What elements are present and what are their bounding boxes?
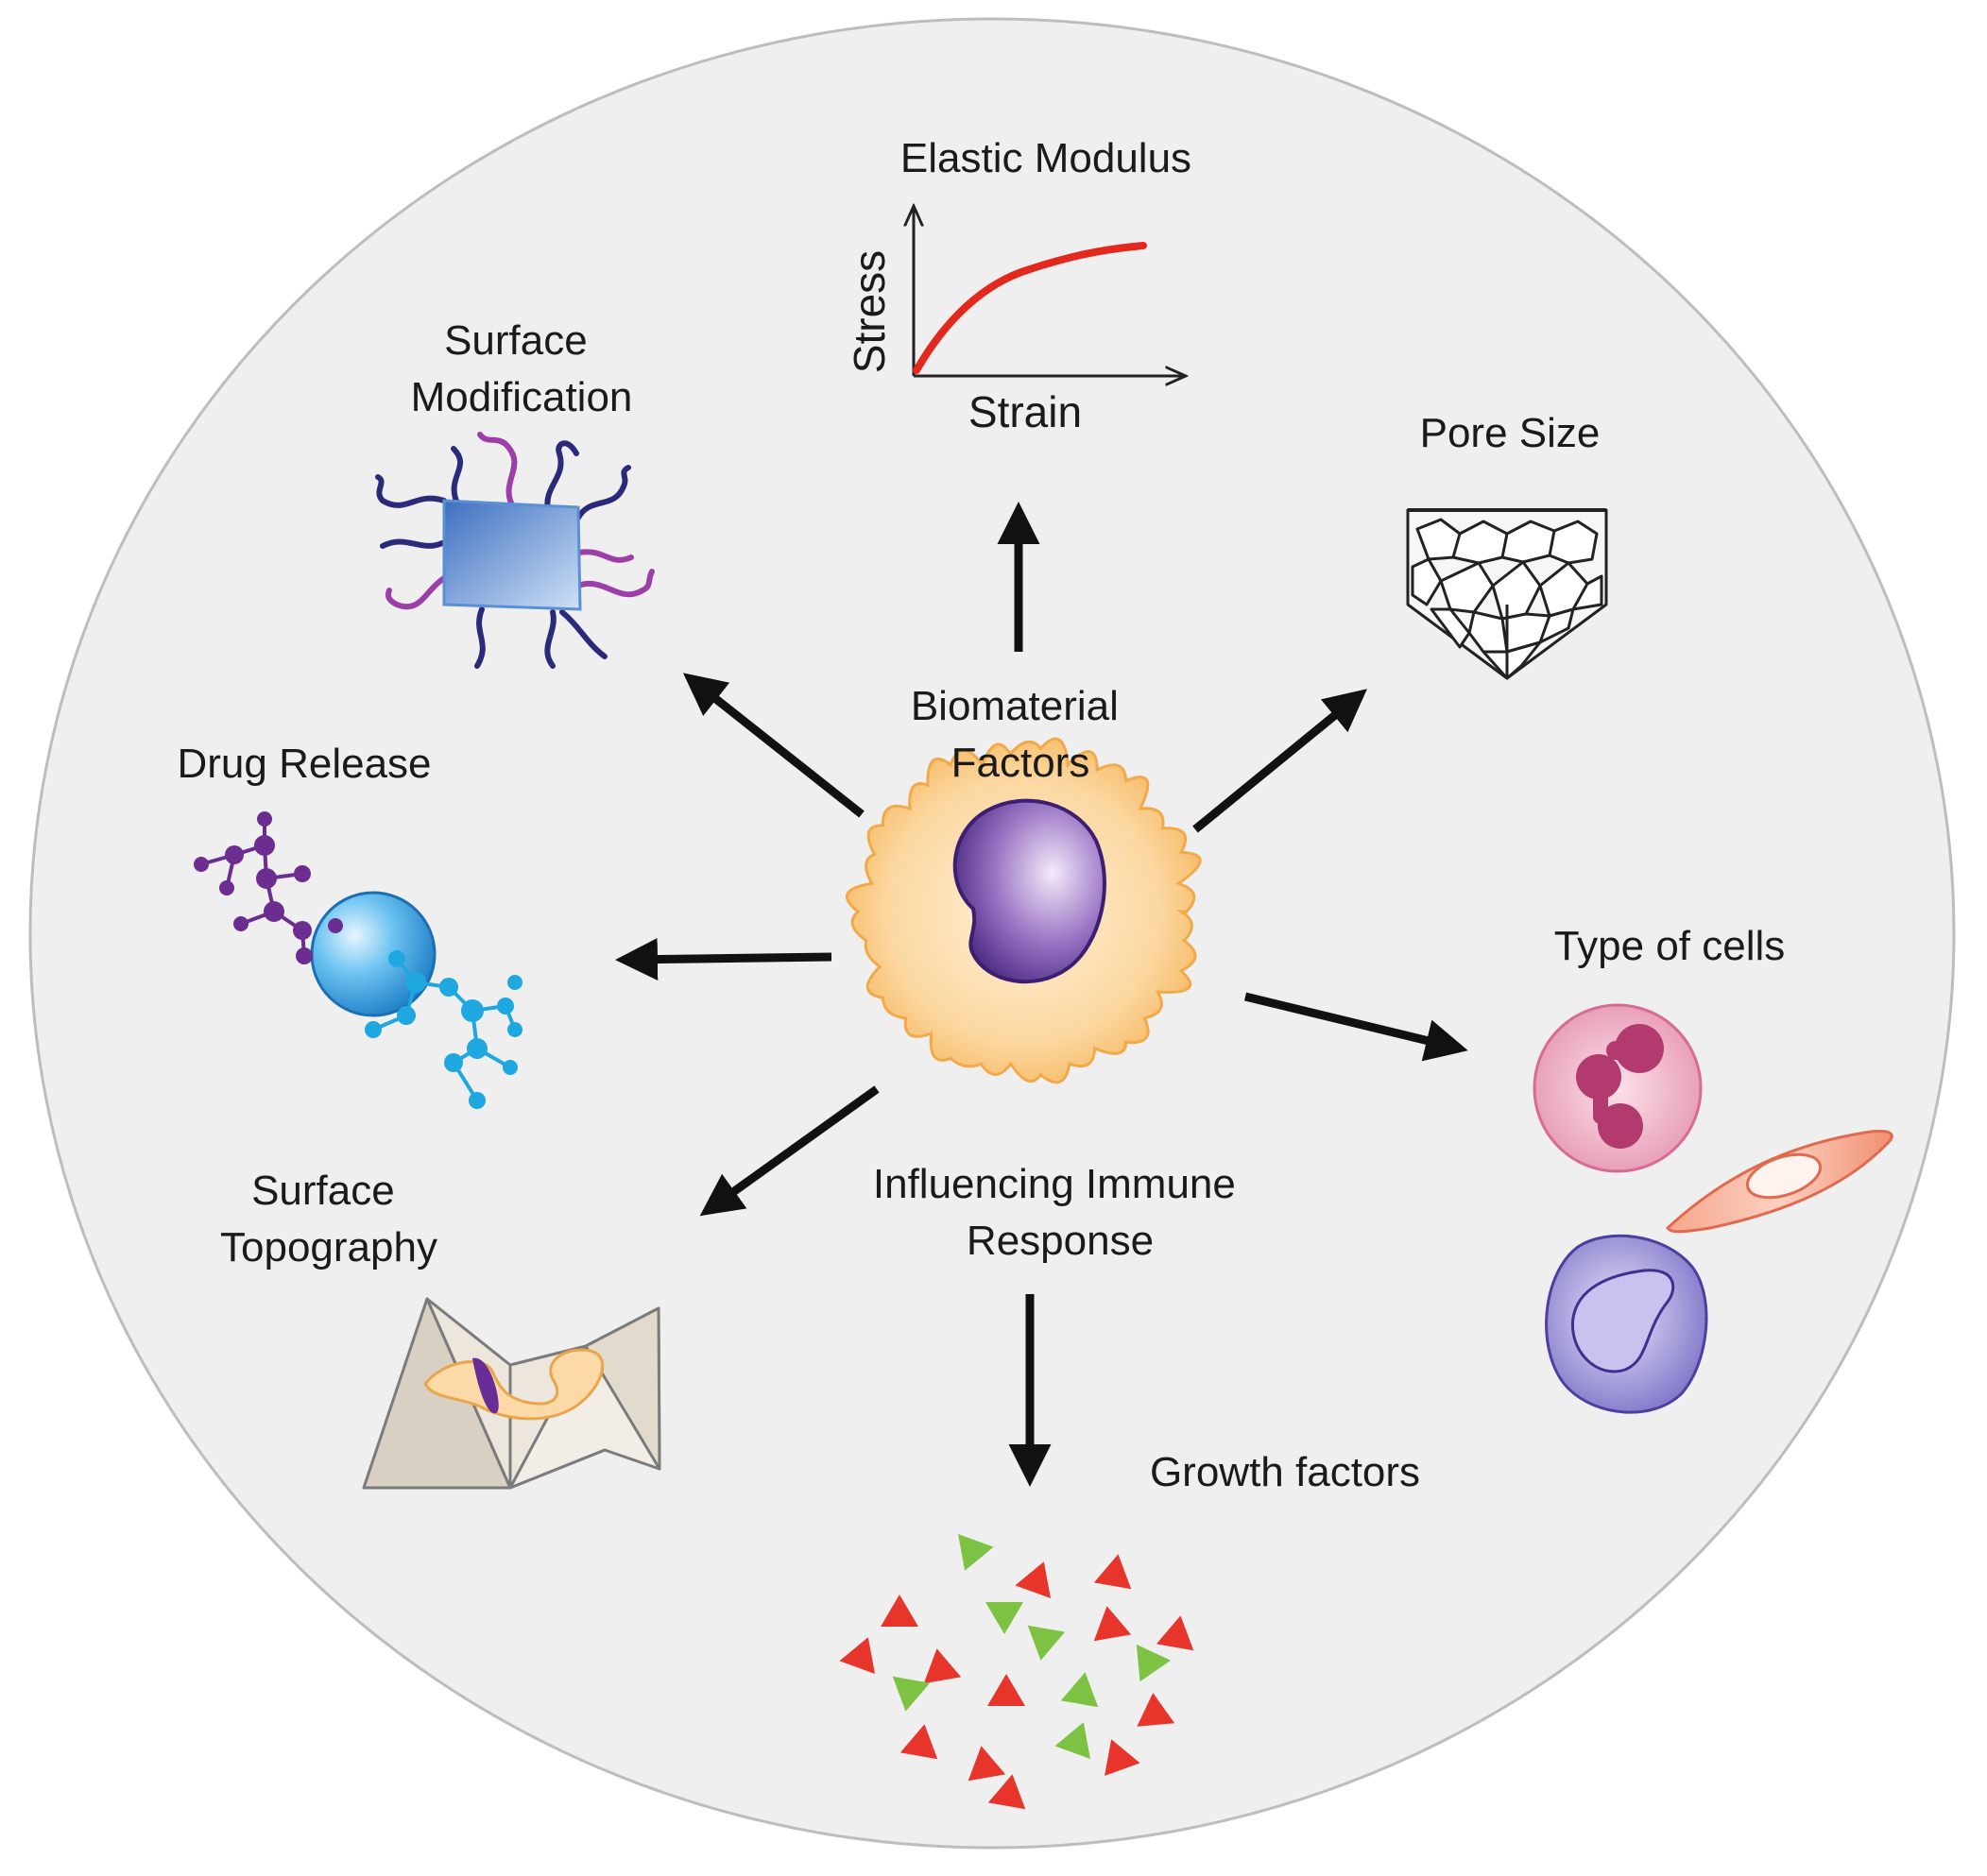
surface-modification-label: Surface Modification: [411, 317, 633, 420]
arrow-to-drug-release: [615, 938, 832, 981]
growth-factor-triangle: [899, 1724, 938, 1760]
growth-factor-molecules-icon: [839, 1534, 1194, 1810]
drug-release-label: Drug Release: [177, 741, 431, 787]
growth-factor-triangle: [985, 1602, 1023, 1634]
influencing-immune-response-label: Influencing Immune Response: [873, 1161, 1247, 1264]
growth-factor-triangle: [1156, 1615, 1194, 1651]
growth-factors-group: Growth factors: [839, 1449, 1420, 1810]
macrophage-nucleus-icon: [952, 798, 1106, 984]
growth-factors-label: Growth factors: [1150, 1449, 1420, 1495]
lymphocyte-cell-icon: [1545, 1234, 1708, 1414]
drug-release-group: Drug Release: [177, 741, 522, 1109]
elastic-modulus-title: Elastic Modulus: [900, 135, 1191, 181]
type-of-cells-group: Type of cells: [1533, 923, 1893, 1414]
arrow-to-surface-modification: [682, 673, 865, 818]
topography-surface-icon: [362, 1297, 661, 1490]
drug-carrier-sphere-icon: [194, 811, 522, 1109]
arrow-to-surface-topography: [699, 1085, 880, 1217]
pore-size-label: Pore Size: [1420, 410, 1601, 456]
surface-topography-label: Surface Topography: [220, 1168, 437, 1271]
growth-factor-triangle: [957, 1534, 994, 1571]
growth-factor-triangle: [987, 1674, 1025, 1706]
macrophage-cell-icon: [846, 737, 1202, 1084]
elastic-modulus-group: Elastic Modulus Stress Strain: [845, 135, 1191, 436]
porous-scaffold-icon: [1406, 508, 1608, 680]
stress-axis-label: Stress: [845, 250, 894, 373]
type-of-cells-label: Type of cells: [1554, 923, 1786, 969]
growth-factor-triangle: [1104, 1739, 1140, 1776]
growth-factor-triangle: [987, 1774, 1026, 1810]
strain-axis-label: Strain: [968, 387, 1082, 436]
fibroblast-cell-icon: [1666, 1130, 1893, 1234]
surface-topography-group: Surface Topography: [220, 1168, 661, 1490]
growth-factor-triangle: [1027, 1625, 1066, 1661]
growth-factor-triangle: [839, 1637, 876, 1674]
arrow-to-pore-size: [1192, 689, 1367, 833]
growth-factor-triangle: [892, 1676, 931, 1712]
biomaterial-factors-label: Biomaterial Factors: [911, 683, 1130, 786]
arrow-to-type-of-cells: [1243, 992, 1468, 1062]
growth-factor-triangle: [968, 1746, 1006, 1782]
growth-factor-triangle: [1093, 1554, 1132, 1590]
growth-factor-triangle: [1093, 1606, 1132, 1642]
growth-factor-triangle: [1060, 1672, 1099, 1708]
neutrophil-cell-icon: [1533, 1003, 1703, 1173]
surface-modification-group: Surface Modification: [375, 317, 655, 669]
growth-factor-triangle: [1137, 1693, 1175, 1727]
stress-strain-curve: [913, 242, 1147, 374]
growth-factor-triangle: [1136, 1644, 1172, 1682]
arrows: [615, 502, 1468, 1487]
growth-factor-triangle: [1054, 1722, 1091, 1759]
modified-surface-icon: [375, 432, 655, 669]
pore-size-group: Pore Size: [1406, 410, 1608, 680]
growth-factor-triangle: [881, 1595, 918, 1627]
growth-factor-triangle: [1015, 1561, 1052, 1598]
growth-factor-triangle: [923, 1648, 962, 1684]
